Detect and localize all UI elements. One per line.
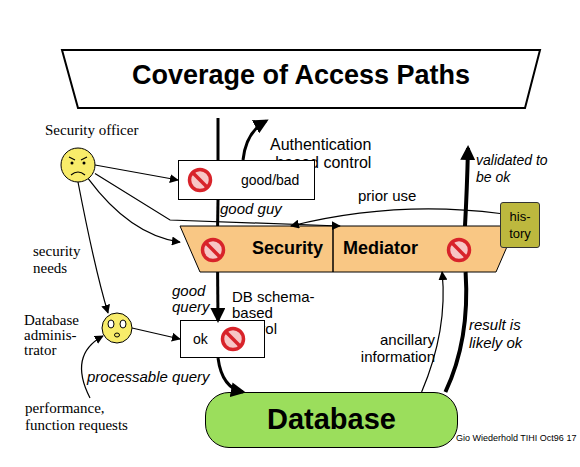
face-outline [61, 148, 95, 182]
connector-label: processable query [87, 368, 210, 385]
node-text: his- tory [502, 208, 538, 242]
prohibition-sign [223, 329, 244, 350]
person-icon: Database adminis- trator [102, 313, 132, 343]
mediator-band: Security Mediator [180, 226, 516, 272]
connector [445, 272, 466, 392]
prohibition-sign [449, 240, 470, 261]
annotation-label: performance, function requests [25, 400, 150, 434]
rejection-arrow [243, 121, 266, 160]
output-arrow [465, 148, 468, 226]
connector [216, 272, 219, 320]
connector-label: good guy [220, 200, 282, 217]
connector-label: security needs [33, 243, 88, 277]
connector [291, 209, 500, 226]
history-box: his- tory [500, 202, 540, 248]
prohibition-sign [203, 240, 224, 261]
node-text: good/bad [241, 172, 299, 188]
connector-label: ancillary information [338, 331, 435, 365]
control-box: good/bad [178, 160, 315, 200]
connector [95, 174, 340, 227]
connector [95, 165, 178, 180]
prohibition-sign [190, 170, 211, 191]
node-text: ok [193, 331, 208, 347]
band-shape [180, 226, 516, 272]
face-outline [102, 313, 132, 343]
connector [88, 179, 180, 243]
connector [216, 200, 219, 226]
administrator-face [102, 313, 132, 343]
title-banner [62, 50, 540, 108]
diagram-title: Coverage of Access Paths [62, 60, 540, 91]
connector-group [78, 165, 500, 392]
annotation-label: Gio Wiederhold TIHI Oct96 17 [456, 433, 576, 443]
brow [69, 157, 75, 160]
node-text: Mediator [343, 238, 418, 259]
request-arrow [82, 336, 103, 398]
person-icon: Security officer [61, 148, 95, 182]
eye [120, 320, 126, 328]
connector [78, 182, 108, 313]
band-divider [332, 226, 334, 272]
connector-label: result is likely ok [469, 316, 549, 352]
control-box: ok [180, 320, 265, 358]
officer-face [61, 148, 95, 182]
connector-label: prior use [358, 187, 416, 204]
eye [71, 162, 74, 165]
brow [81, 157, 87, 160]
connector [218, 358, 243, 392]
connector [132, 328, 180, 339]
node-text: Security officer [45, 122, 138, 139]
database-box: Database [205, 392, 458, 448]
eye [108, 320, 114, 328]
node-text: Database [206, 403, 457, 436]
node-text: Database adminis- trator [24, 313, 96, 358]
mouth [71, 172, 85, 175]
mouth [115, 333, 120, 337]
connector [422, 272, 444, 392]
eye [83, 162, 86, 165]
incoming-line [217, 118, 220, 160]
node-text: Security [252, 238, 323, 259]
annotation-label: validated to be ok [476, 152, 548, 186]
connector-label: good query [172, 283, 217, 315]
